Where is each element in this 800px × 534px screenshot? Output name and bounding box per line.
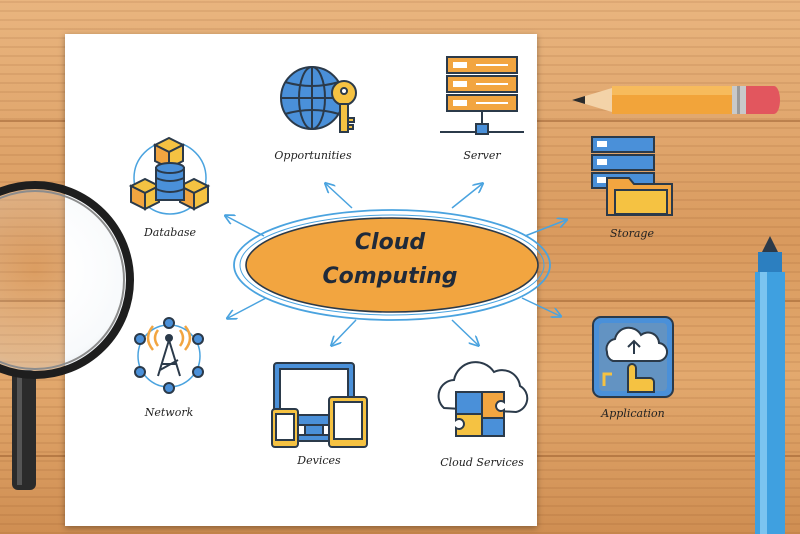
arrow-to-opportunities [326, 184, 353, 209]
server-rack-icon [440, 56, 524, 135]
label-opportunities: Opportunities [274, 149, 352, 162]
arrow-to-application [521, 297, 560, 316]
pen-icon [755, 236, 785, 534]
arrow-to-database [226, 216, 265, 237]
arrow-to-network [228, 297, 267, 318]
application-cloud-touch-icon [592, 316, 674, 398]
network-antenna-icon [134, 317, 204, 394]
database-cubes-icon [128, 136, 211, 215]
central-title-line1: Cloud [354, 230, 426, 255]
cloud-puzzle-icon [437, 361, 529, 437]
label-cloud-services: Cloud Services [440, 456, 524, 469]
label-devices: Devices [297, 454, 341, 467]
label-database: Database [143, 226, 197, 239]
label-application: Application [601, 407, 665, 420]
arrow-to-server [451, 184, 482, 209]
devices-icon [271, 362, 368, 448]
magnifying-glass-icon [0, 181, 134, 490]
pencil-icon [572, 86, 780, 114]
arrow-to-cloud-services [451, 319, 478, 345]
label-network: Network [144, 406, 194, 419]
arrow-to-storage [524, 220, 566, 237]
central-title-line2: Computing [322, 264, 458, 289]
central-topic-ellipse [233, 209, 551, 321]
label-server: Server [463, 149, 501, 162]
arrow-to-devices [332, 319, 357, 345]
label-storage: Storage [610, 227, 654, 240]
storage-folder-icon [591, 136, 673, 216]
globe-key-icon [280, 66, 357, 133]
